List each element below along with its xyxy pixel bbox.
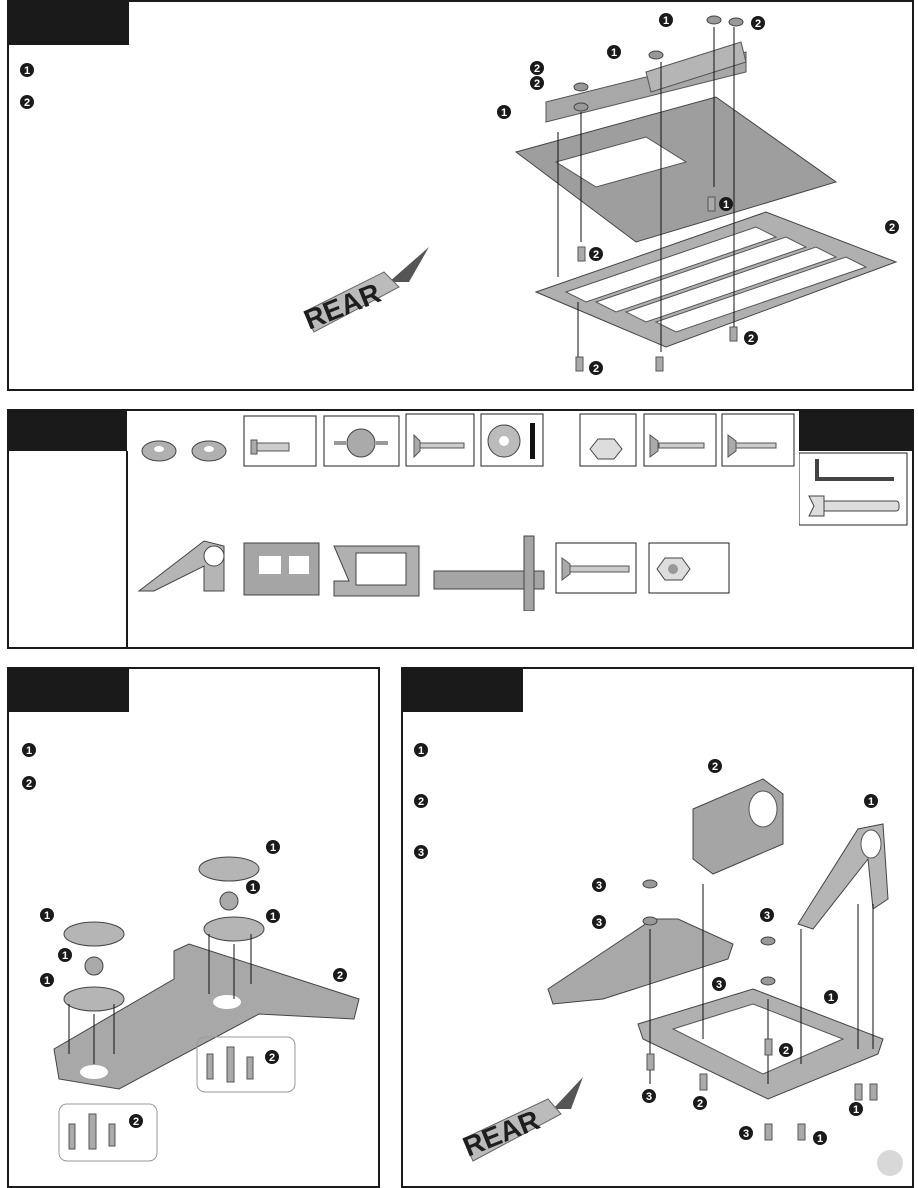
svg-text:2: 2 xyxy=(269,1052,275,1064)
mount-plate xyxy=(53,943,360,1090)
svg-text:1: 1 xyxy=(723,199,729,211)
swashplate-assembly-panel: 1 2 1 1 1 1 1 1 2 xyxy=(7,667,380,1188)
svg-text:1: 1 xyxy=(663,15,669,27)
svg-text:3: 3 xyxy=(743,1128,749,1140)
svg-text:3: 3 xyxy=(596,880,602,892)
svg-text:2: 2 xyxy=(418,796,424,808)
servo-tray-drawing: 2 1 3 3 3 3 1 2 3 2 3 1 1 xyxy=(547,698,903,1176)
svg-text:2: 2 xyxy=(748,333,754,345)
callout-group: 1 2 1 2 2 1 2 1 2 2 2 xyxy=(497,13,899,375)
parts-list-panel xyxy=(7,409,914,649)
step-marker-2: 2 xyxy=(20,95,34,109)
svg-text:3: 3 xyxy=(716,979,722,991)
rear-direction-label: REAR xyxy=(459,1077,583,1163)
svg-text:2: 2 xyxy=(133,1116,139,1128)
step-header-tab xyxy=(9,2,129,45)
svg-text:2: 2 xyxy=(697,1098,703,1110)
svg-text:1: 1 xyxy=(44,975,50,987)
svg-text:3: 3 xyxy=(646,1091,652,1103)
countersunk-screw-short-icon xyxy=(727,434,777,458)
locknut-icon xyxy=(656,557,691,581)
parts-header-tab xyxy=(9,411,127,451)
step-marker-2: 2 xyxy=(414,794,428,808)
tools-header-tab xyxy=(799,411,912,451)
countersunk-screw-icon xyxy=(649,434,705,458)
svg-text:2: 2 xyxy=(755,18,761,30)
svg-text:2: 2 xyxy=(337,970,343,982)
svg-text:1: 1 xyxy=(817,1133,823,1145)
svg-text:2: 2 xyxy=(593,249,599,261)
link-ball-icon xyxy=(334,428,388,458)
svg-text:1: 1 xyxy=(828,992,834,1004)
step-markers: 1 2 xyxy=(20,63,34,109)
svg-text:2: 2 xyxy=(593,363,599,375)
svg-text:1: 1 xyxy=(26,745,32,757)
step-header-tab xyxy=(403,669,523,712)
tools-box xyxy=(799,452,908,526)
svg-text:1: 1 xyxy=(24,65,30,77)
step-marker-1: 1 xyxy=(22,743,36,757)
open-wrench-icon xyxy=(808,495,900,517)
step-markers: 1 2 3 xyxy=(414,743,428,859)
lower-tray-plate xyxy=(534,211,898,348)
svg-text:1: 1 xyxy=(418,745,424,757)
svg-text:1: 1 xyxy=(62,950,68,962)
callout-group: 2 1 3 3 3 3 1 2 3 2 3 1 1 xyxy=(592,759,878,1145)
svg-text:3: 3 xyxy=(764,910,770,922)
washer-icon xyxy=(487,423,535,459)
svg-text:1: 1 xyxy=(270,911,276,923)
long-screw-icon xyxy=(561,557,630,581)
link-pin-icon xyxy=(250,439,290,455)
svg-text:1: 1 xyxy=(868,796,874,808)
svg-text:2: 2 xyxy=(889,222,895,234)
hex-key-icon xyxy=(815,459,894,481)
flat-head-screw-icon xyxy=(413,433,465,459)
hex-nut-icon xyxy=(589,438,623,460)
svg-text:2: 2 xyxy=(712,761,718,773)
svg-text:3: 3 xyxy=(418,847,424,859)
svg-text:1: 1 xyxy=(853,1104,859,1116)
rear-direction-label: REAR xyxy=(300,247,429,336)
t-bracket-plate-icon xyxy=(433,535,545,611)
servo-frame-icon xyxy=(333,545,420,597)
step-marker-3: 3 xyxy=(414,845,428,859)
rear-plate-assembly-panel: 1 2 REAR xyxy=(7,0,914,391)
svg-text:1: 1 xyxy=(501,107,507,119)
parts-row-1 xyxy=(141,413,795,467)
page-marker-circle xyxy=(877,1150,903,1176)
svg-text:REAR: REAR xyxy=(300,277,385,335)
step-marker-2: 2 xyxy=(22,776,36,790)
main-frame-plate xyxy=(514,96,838,243)
swashplate-link-halves-icon xyxy=(141,440,227,462)
step-markers: 1 2 xyxy=(22,743,36,790)
screw-bag-2 xyxy=(58,1103,158,1162)
svg-text:2: 2 xyxy=(783,1045,789,1057)
screw-bag-1 xyxy=(196,1036,296,1093)
svg-text:2: 2 xyxy=(534,78,540,90)
parts-row-2 xyxy=(137,535,730,611)
step-marker-1: 1 xyxy=(20,63,34,77)
servo-mount-plate-icon xyxy=(243,542,320,596)
svg-text:2: 2 xyxy=(534,63,540,75)
rear-plate-drawing: 1 2 1 2 2 1 2 1 2 2 2 xyxy=(497,13,899,375)
svg-text:1: 1 xyxy=(44,910,50,922)
svg-text:3: 3 xyxy=(596,917,602,929)
svg-text:1: 1 xyxy=(250,882,256,894)
parts-column-divider xyxy=(126,451,128,647)
bracket-plate xyxy=(547,918,734,1005)
servo-tray-assembly-panel: 1 2 3 REAR 2 1 xyxy=(401,667,914,1188)
step-header-tab xyxy=(9,669,129,712)
svg-text:1: 1 xyxy=(270,842,276,854)
callout-group: 1 1 1 1 1 1 2 2 2 xyxy=(40,840,347,1128)
bellcrank-arm-icon xyxy=(137,540,225,592)
swashplate-drawing: 1 1 1 1 1 1 2 2 2 xyxy=(40,840,360,1162)
svg-text:2: 2 xyxy=(26,778,32,790)
svg-text:1: 1 xyxy=(611,47,617,59)
svg-text:2: 2 xyxy=(24,97,30,109)
step-marker-1: 1 xyxy=(414,743,428,757)
